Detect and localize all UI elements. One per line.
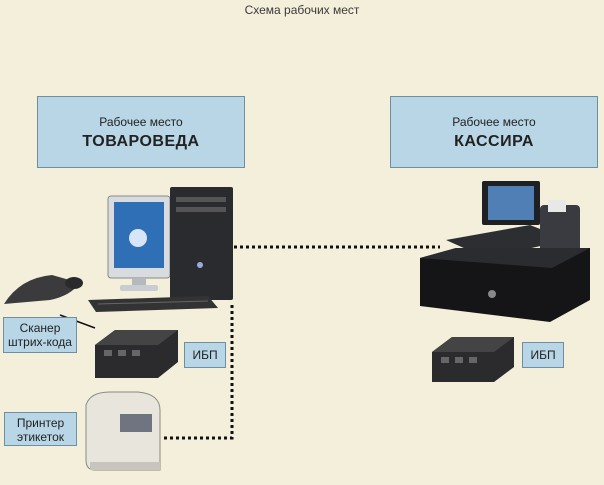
label-printer-label: Принтер этикеток [4, 412, 77, 446]
keyboard-icon [88, 296, 218, 312]
cashier-line1: Рабочее место [452, 115, 536, 129]
cashier-line2: КАССИРА [454, 133, 534, 150]
merchandiser-line1: Рабочее место [99, 115, 183, 129]
label-printer-label-line2: этикеток [16, 430, 64, 444]
pc-to-peripherals-connector [163, 305, 234, 440]
merchandiser-line2: ТОВАРОВЕДА [82, 133, 200, 150]
barcode-scanner-icon [4, 275, 83, 304]
ups-label-left: ИБП [184, 342, 226, 368]
ups-label-right: ИБП [522, 342, 564, 368]
barcode-scanner-label: Сканер штрих-кода [3, 317, 77, 353]
label-printer-icon [85, 391, 161, 471]
ups-device-left-icon [95, 330, 178, 378]
diagram-title: Схема рабочих мест [244, 3, 360, 17]
cashier-workstation-label: Рабочее место КАССИРА [390, 96, 598, 168]
ups-device-right-icon [432, 337, 514, 382]
merchandiser-workstation-label: Рабочее место ТОВАРОВЕДА [37, 96, 245, 168]
barcode-scanner-label-line2: штрих-кода [8, 335, 72, 349]
pos-terminal-icon [420, 181, 590, 322]
barcode-scanner-label-line1: Сканер [19, 321, 61, 335]
system-unit-icon [170, 187, 233, 300]
label-printer-label-line1: Принтер [16, 416, 65, 430]
monitor-icon [107, 195, 171, 291]
